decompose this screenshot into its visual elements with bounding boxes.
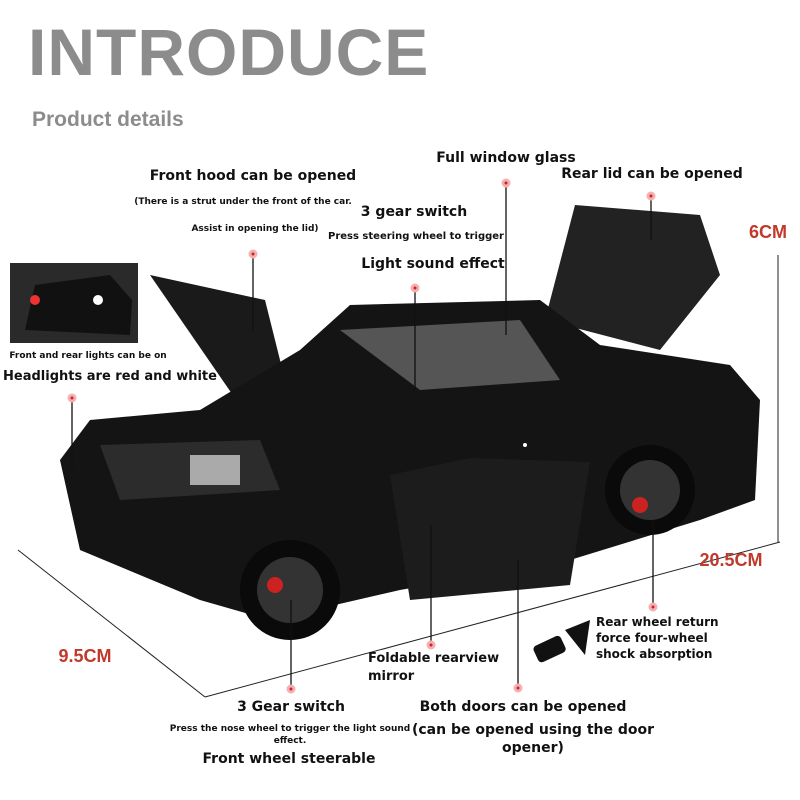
label-both-doors: Both doors can be opened — [419, 699, 627, 715]
shock-absorber-part — [533, 620, 590, 663]
label-hood-note-2: Assist in opening the lid) — [191, 224, 319, 234]
label-lights-note: Front and rear lights can be on — [9, 351, 167, 361]
dimension-height: 6CM — [748, 222, 788, 242]
inset-photo — [10, 263, 138, 343]
label-line: force four-wheel — [596, 631, 708, 645]
label-front-wheel: Front wheel steerable — [202, 751, 376, 767]
callout-lines — [71, 183, 654, 689]
label-line: Foldable rearview — [368, 651, 500, 666]
label-line: Rear wheel return — [596, 615, 719, 629]
label-rear-lid: Rear lid can be opened — [561, 166, 743, 182]
label-light-sound: Light sound effect — [361, 256, 505, 272]
label-line: (can be opened using the door — [411, 722, 655, 738]
car-body — [60, 205, 760, 640]
label-line: Press the nose wheel to trigger the ligh… — [169, 724, 411, 734]
label-line: effect. — [273, 736, 307, 746]
label-line: mirror — [368, 669, 415, 684]
dimension-length: 20.5CM — [699, 550, 763, 570]
label-window-glass: Full window glass — [436, 150, 576, 166]
label-mirror: Foldable rearview mirror — [368, 650, 499, 686]
dimension-lines — [17, 255, 781, 698]
label-line: opener) — [502, 740, 564, 756]
page-subtitle: Product details — [32, 108, 184, 131]
label-gear-top-note: Press steering wheel to trigger — [328, 231, 504, 242]
label-rear-wheel: Rear wheel return force four-wheel shock… — [596, 614, 719, 662]
label-hood-note-1: (There is a strut under the front of the… — [134, 197, 352, 207]
label-headlights: Headlights are red and white — [3, 369, 217, 384]
callout-dots — [67, 178, 658, 694]
label-gear-switch-bottom: 3 Gear switch — [237, 699, 345, 715]
page-title: INTRODUCE — [28, 15, 430, 89]
label-doors-note: (can be opened using the door opener) — [412, 721, 654, 757]
label-gear-bottom-note: Press the nose wheel to trigger the ligh… — [170, 723, 410, 747]
label-front-hood: Front hood can be opened — [149, 168, 357, 184]
label-gear-switch-top: 3 gear switch — [360, 204, 468, 220]
dimension-width: 9.5CM — [58, 646, 112, 666]
label-line: shock absorption — [596, 647, 713, 661]
